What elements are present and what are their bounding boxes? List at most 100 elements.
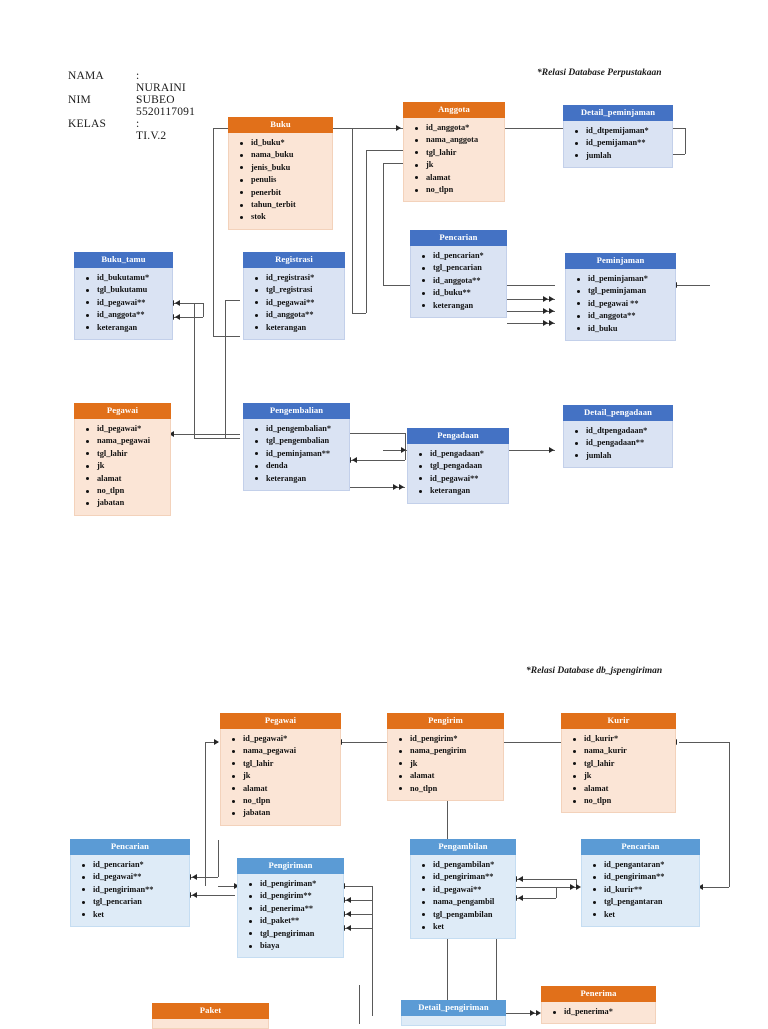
entity-header: Kurir [561,713,676,729]
entity-header: Registrasi [243,252,345,268]
field: tgl_pengadaan [419,460,506,472]
entity-registrasi[interactable]: Registrasi id_registrasi* tgl_registrasi… [243,252,345,341]
field: id_pengiriman** [422,871,513,883]
field: nama_pegawai [232,745,338,757]
field: jumlah [575,150,670,162]
entity-anggota[interactable]: Anggota id_anggota* nama_anggota tgl_lah… [403,102,505,203]
entity-pencarian-left[interactable]: Pencarian id_pencarian* id_pegawai** id_… [70,839,190,928]
entity-pegawai-2[interactable]: Pegawai id_pegawai* nama_pegawai tgl_lah… [220,713,341,826]
field: keterangan [422,300,504,312]
field: id_pegawai* [232,733,338,745]
entity-paket[interactable]: Paket [152,1003,269,1029]
entity-body: id_registrasi* tgl_registrasi id_pegawai… [243,268,345,341]
entity-body: id_penerima* [541,1002,656,1025]
field: id_pegawai** [422,884,513,896]
entity-buku[interactable]: Buku id_buku* nama_buku jenis_buku penul… [228,117,333,230]
field: keterangan [255,322,342,334]
entity-body: id_pengantaran* id_pengiriman** id_kurir… [581,855,700,928]
field: jabatan [86,497,168,509]
field: denda [255,460,347,472]
field: jk [573,770,673,782]
entity-buku-tamu[interactable]: Buku_tamu id_bukutamu* tgl_bukutamu id_p… [74,252,173,341]
info-label-nama: NAMA [68,70,104,82]
field: jk [399,758,501,770]
entity-header: Pencarian [70,839,190,855]
field: id_dtpengadaan* [575,425,670,437]
field: tgl_peminjaman [577,285,673,297]
entity-kurir[interactable]: Kurir id_kurir* nama_kurir tgl_lahir jk … [561,713,676,814]
entity-pengirim[interactable]: Pengirim id_pengirim* nama_pengirim jk a… [387,713,504,802]
entity-pencarian-right[interactable]: Pencarian id_pengantaran* id_pengiriman*… [581,839,700,928]
entity-body: id_pengiriman* id_pengirim** id_penerima… [237,874,344,959]
field: id_pegawai ** [577,298,673,310]
field: keterangan [255,473,347,485]
info-label-nim: NIM [68,94,91,106]
entity-body: id_pegawai* nama_pegawai tgl_lahir jk al… [220,729,341,826]
entity-body: id_pencarian* id_pegawai** id_pengiriman… [70,855,190,928]
field: nama_buku [240,149,330,161]
field: no_tlpn [399,783,501,795]
entity-body: id_dtpemijaman* id_pemijaman** jumlah [563,121,673,169]
field: id_penerima* [553,1006,653,1018]
field: id_pengirim* [399,733,501,745]
entity-penerima[interactable]: Penerima id_penerima* [541,986,656,1025]
field: id_anggota** [422,275,504,287]
field: nama_kurir [573,745,673,757]
field: tahun_terbit [240,199,330,211]
entity-detail-pengiriman[interactable]: Detail_pengiriman [401,1000,506,1026]
entity-body: id_pengadaan* tgl_pengadaan id_pegawai**… [407,444,509,504]
field: id_anggota** [577,310,673,322]
field: id_pemijaman** [575,137,670,149]
entity-header: Pegawai [74,403,171,419]
entity-pengembalian[interactable]: Pengembalian id_pengembalian* tgl_pengem… [243,403,350,492]
field: id_pengiriman* [249,878,341,890]
field: nama_pengambil [422,896,513,908]
entity-header: Peminjaman [565,253,676,269]
entity-pencarian[interactable]: Pencarian id_pencarian* tgl_pencarian id… [410,230,507,319]
field: id_pegawai* [86,423,168,435]
entity-header: Buku_tamu [74,252,173,268]
field: penerbit [240,187,330,199]
entity-peminjaman[interactable]: Peminjaman id_peminjaman* tgl_peminjaman… [565,253,676,342]
field: id_pengadaan** [575,437,670,449]
field: id_pegawai** [82,871,187,883]
field: nama_anggota [415,134,502,146]
field: jenis_buku [240,162,330,174]
field: id_pengembalian* [255,423,347,435]
entity-pengadaan[interactable]: Pengadaan id_pengadaan* tgl_pengadaan id… [407,428,509,504]
entity-body: id_pencarian* tgl_pencarian id_anggota**… [410,246,507,319]
field: id_pengiriman** [593,871,697,883]
field: id_bukutamu* [86,272,170,284]
field: tgl_lahir [86,448,168,460]
field: tgl_bukutamu [86,284,170,296]
entity-body: id_bukutamu* tgl_bukutamu id_pegawai** i… [74,268,173,341]
entity-pegawai[interactable]: Pegawai id_pegawai* nama_pegawai tgl_lah… [74,403,171,516]
entity-header: Pencarian [410,230,507,246]
entity-header: Detail_pengiriman [401,1000,506,1016]
field: id_pengambilan* [422,859,513,871]
entity-pengiriman[interactable]: Pengiriman id_pengiriman* id_pengirim** … [237,858,344,959]
field: id_dtpemijaman* [575,125,670,137]
field: alamat [573,783,673,795]
entity-pengambilan[interactable]: Pengambilan id_pengambilan* id_pengirima… [410,839,516,940]
field: alamat [415,172,502,184]
field: id_anggota** [255,309,342,321]
field: id_pegawai** [419,473,506,485]
diagram1-title: *Relasi Database Perpustakaan [537,68,662,78]
field: id_kurir* [573,733,673,745]
field: id_kurir** [593,884,697,896]
field: ket [422,921,513,933]
entity-body: id_dtpengadaan* id_pengadaan** jumlah [563,421,673,469]
field: biaya [249,940,341,952]
field: id_registrasi* [255,272,342,284]
entity-detail-pengadaan[interactable]: Detail_pengadaan id_dtpengadaan* id_peng… [563,405,673,469]
field: tgl_pencarian [422,262,504,274]
entity-body: id_peminjaman* tgl_peminjaman id_pegawai… [565,269,676,342]
field: id_penerima** [249,903,341,915]
field: id_anggota* [415,122,502,134]
entity-body: id_buku* nama_buku jenis_buku penulis pe… [228,133,333,230]
entity-header: Buku [228,117,333,133]
field: id_pegawai** [255,297,342,309]
entity-detail-peminjaman[interactable]: Detail_peminjaman id_dtpemijaman* id_pem… [563,105,673,169]
